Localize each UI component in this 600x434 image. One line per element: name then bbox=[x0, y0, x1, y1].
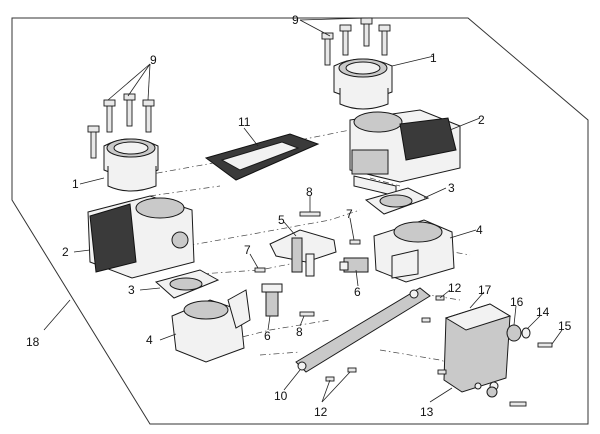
gasket-left bbox=[154, 269, 220, 299]
callout-14: 14 bbox=[536, 305, 550, 319]
hardware-14-15-16 bbox=[325, 295, 553, 407]
throttle-body-left bbox=[87, 195, 195, 279]
callouts: 9 1 2 9 11 1 3 4 8 5 7 2 7 6 3 4 8 6 12 … bbox=[26, 13, 572, 419]
throttle-housing-right bbox=[373, 219, 455, 283]
callout-18: 18 bbox=[26, 335, 40, 349]
diagram-frame bbox=[11, 17, 589, 425]
callout-15: 15 bbox=[558, 319, 572, 333]
callout-9-top-left: 9 bbox=[150, 53, 157, 67]
callout-9-top-right: 9 bbox=[292, 13, 299, 27]
callout-7-right: 7 bbox=[346, 207, 353, 221]
callout-16: 16 bbox=[510, 295, 524, 309]
callout-12-bottom: 12 bbox=[314, 405, 328, 419]
leader-lines bbox=[43, 17, 563, 403]
bolts-top-left bbox=[87, 93, 155, 159]
callout-4-right: 4 bbox=[476, 223, 483, 237]
callout-3-left: 3 bbox=[128, 283, 135, 297]
sensor-6-right bbox=[339, 257, 369, 273]
callout-8-bottom: 8 bbox=[296, 325, 303, 339]
callout-7-left: 7 bbox=[244, 243, 251, 257]
intake-flange-left bbox=[103, 138, 159, 192]
callout-5: 5 bbox=[278, 213, 285, 227]
throttle-housing-left bbox=[171, 289, 251, 363]
callout-6-left: 6 bbox=[264, 329, 271, 343]
callout-4-left: 4 bbox=[146, 333, 153, 347]
callout-12-top: 12 bbox=[448, 281, 462, 295]
callout-3-right: 3 bbox=[448, 181, 455, 195]
callout-13: 13 bbox=[420, 405, 434, 419]
intake-flange-right bbox=[333, 58, 393, 110]
callout-2-left: 2 bbox=[62, 245, 69, 259]
callout-8-top: 8 bbox=[306, 185, 313, 199]
callout-1-left: 1 bbox=[72, 177, 79, 191]
bolts-top-right bbox=[321, 17, 391, 66]
sensor-6-left bbox=[261, 283, 283, 317]
callout-10: 10 bbox=[274, 389, 288, 403]
callout-1-top-right: 1 bbox=[430, 51, 437, 65]
support-rail-10 bbox=[295, 287, 431, 373]
callout-11: 11 bbox=[238, 115, 251, 129]
gasket-right bbox=[364, 187, 430, 215]
callout-6-right: 6 bbox=[354, 285, 361, 299]
throttle-body-right bbox=[349, 109, 461, 197]
control-unit-13 bbox=[443, 303, 512, 393]
gasket-plate-11 bbox=[204, 133, 320, 181]
callout-2-right: 2 bbox=[478, 113, 485, 127]
callout-17: 17 bbox=[478, 283, 492, 297]
fitting-5 bbox=[269, 229, 337, 277]
